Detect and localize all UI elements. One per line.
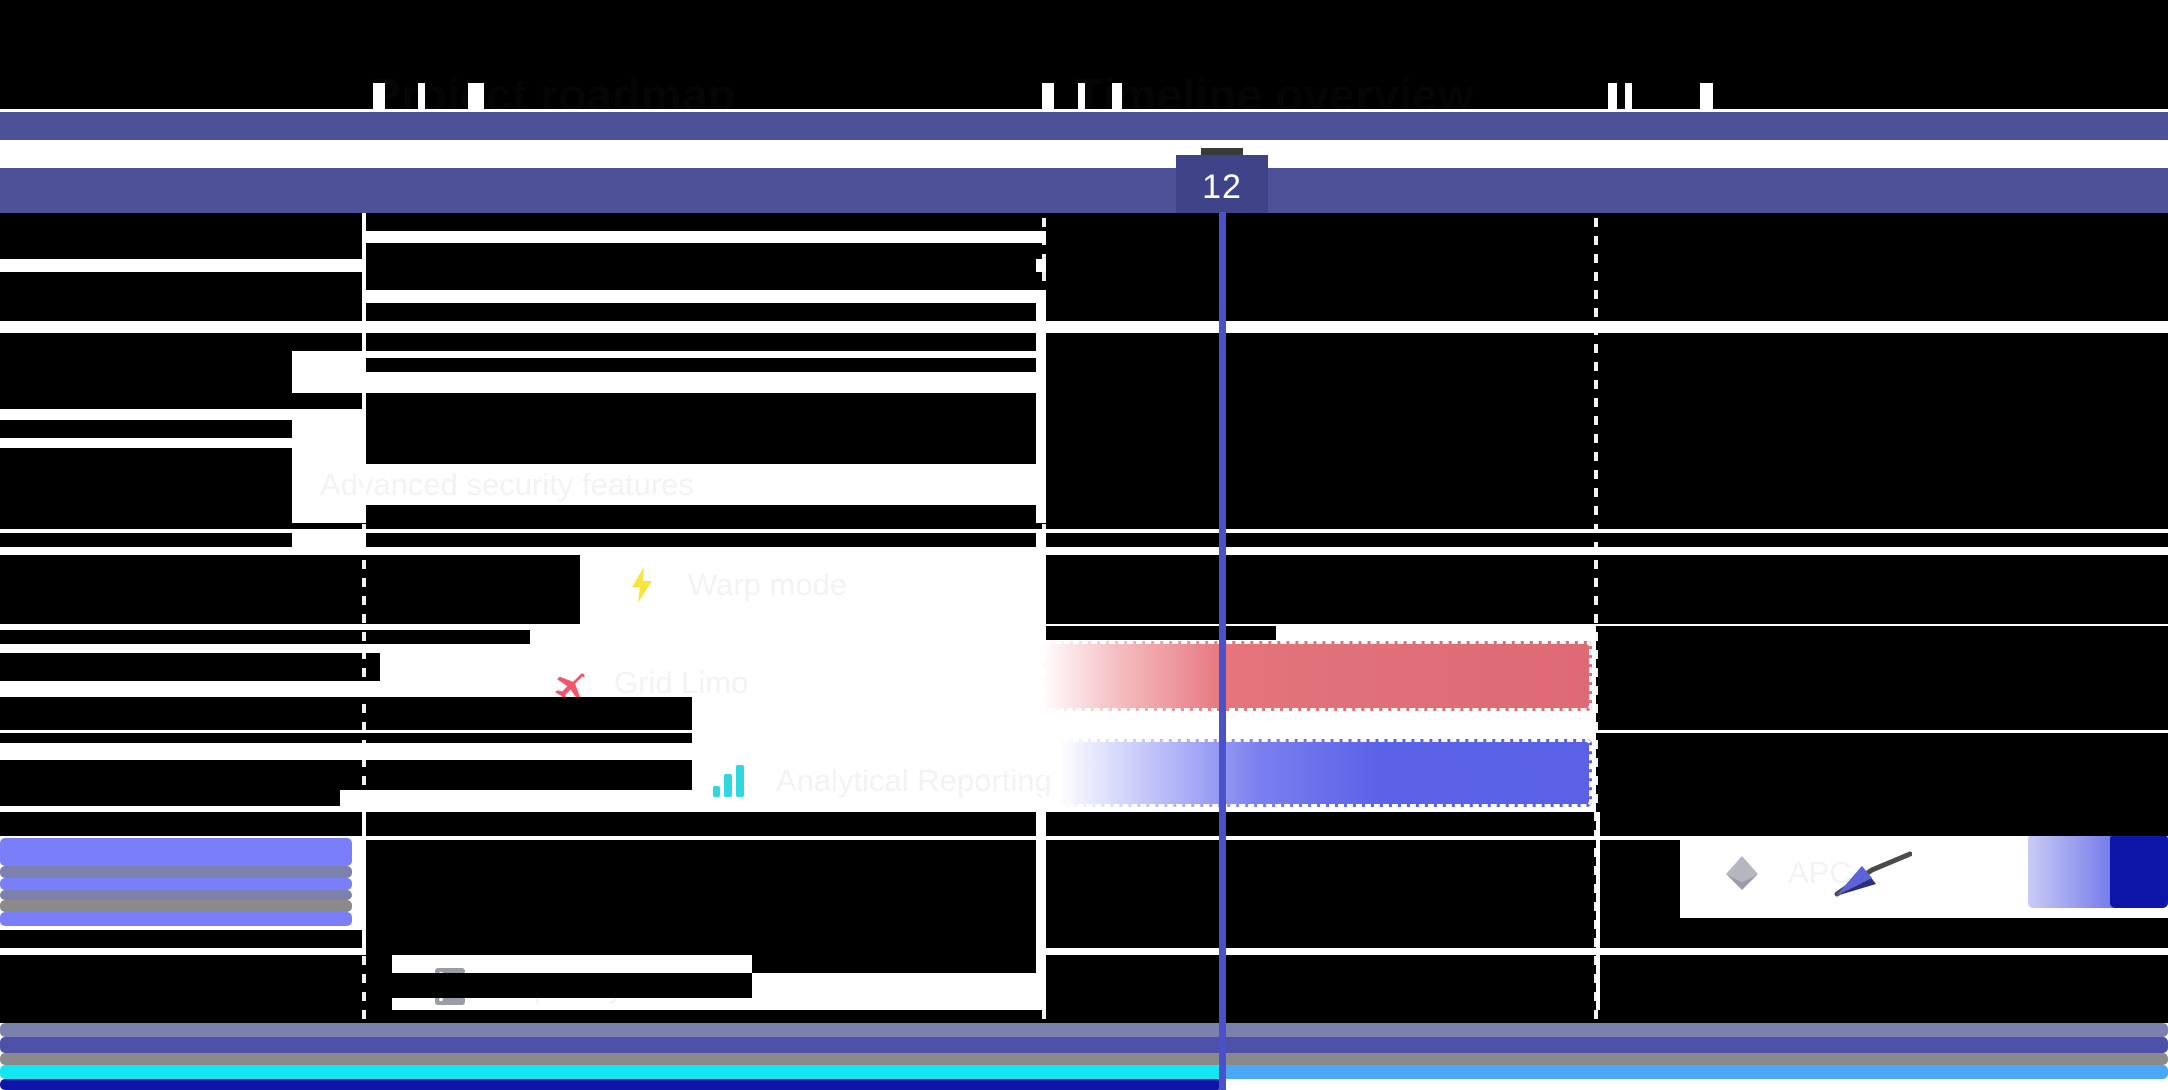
task-label: Warp mode (688, 567, 848, 602)
status-band-3 (0, 1053, 2168, 1065)
gantt-bar-partial-left-2 (0, 866, 352, 878)
gantt-bar-partial-left-4 (0, 890, 352, 900)
timeline-day-strip (0, 140, 2168, 168)
timeline-header-band (0, 112, 2168, 140)
column-guide (362, 218, 366, 1026)
gantt-bar-partial-left-5 (0, 900, 352, 912)
label-fragment (373, 83, 385, 109)
status-band-1 (0, 1023, 2168, 1037)
gantt-bar-apc-overflow (2110, 834, 2168, 908)
task-analytical-reporting[interactable]: Analytical Reporting (710, 761, 1052, 801)
status-band-4 (0, 1079, 1222, 1090)
label-fragment (1700, 83, 1713, 109)
gantt-bar-analytical-reporting[interactable] (1058, 739, 1592, 807)
label-fragment (418, 83, 425, 109)
lightning-bolt-icon (622, 565, 662, 605)
gantt-bar-partial-left-3 (0, 878, 352, 890)
label-fragment (1625, 83, 1632, 109)
gantt-bar-partial-left-6 (0, 912, 352, 926)
label-fragment (1042, 83, 1054, 109)
task-grid-limo[interactable]: Grid Limo (548, 663, 748, 703)
diamond-gem-icon (1722, 853, 1762, 893)
task-advanced-security-features[interactable]: Advanced security features (320, 467, 694, 503)
task-label: APC (1788, 855, 1852, 890)
timeline-header-bottom (0, 168, 2168, 213)
status-band-progress (0, 1065, 1222, 1079)
gantt-bar-grid-limo-selection (1040, 641, 1592, 711)
label-fragment (1078, 83, 1085, 109)
column-guide (1042, 218, 1046, 1026)
label-fragment (1608, 83, 1617, 109)
label-fragment (468, 83, 484, 109)
label-fragment (1112, 83, 1122, 109)
gantt-bar-analytical-reporting-selection (1058, 739, 1592, 807)
gantt-bar-partial-left-1[interactable] (0, 838, 352, 866)
today-marker-label[interactable]: 12 (1176, 155, 1268, 219)
task-label: Analytical Reporting (776, 763, 1052, 798)
status-band-progress-remainder (1222, 1065, 2168, 1079)
mouse-cursor (1832, 850, 1913, 902)
task-warp-mode[interactable]: Warp mode (622, 565, 847, 605)
bar-chart-icon (710, 761, 750, 801)
column-guide (1594, 218, 1598, 1026)
task-label: Grid Limo (614, 665, 749, 700)
today-marker-line-top (1219, 212, 1226, 1090)
status-band-2 (0, 1037, 2168, 1053)
gantt-bar-grid-limo[interactable] (1040, 641, 1592, 711)
task-apc[interactable]: APC (1722, 853, 1852, 893)
task-label: Advanced security features (320, 467, 694, 502)
airplane-icon (548, 663, 588, 703)
